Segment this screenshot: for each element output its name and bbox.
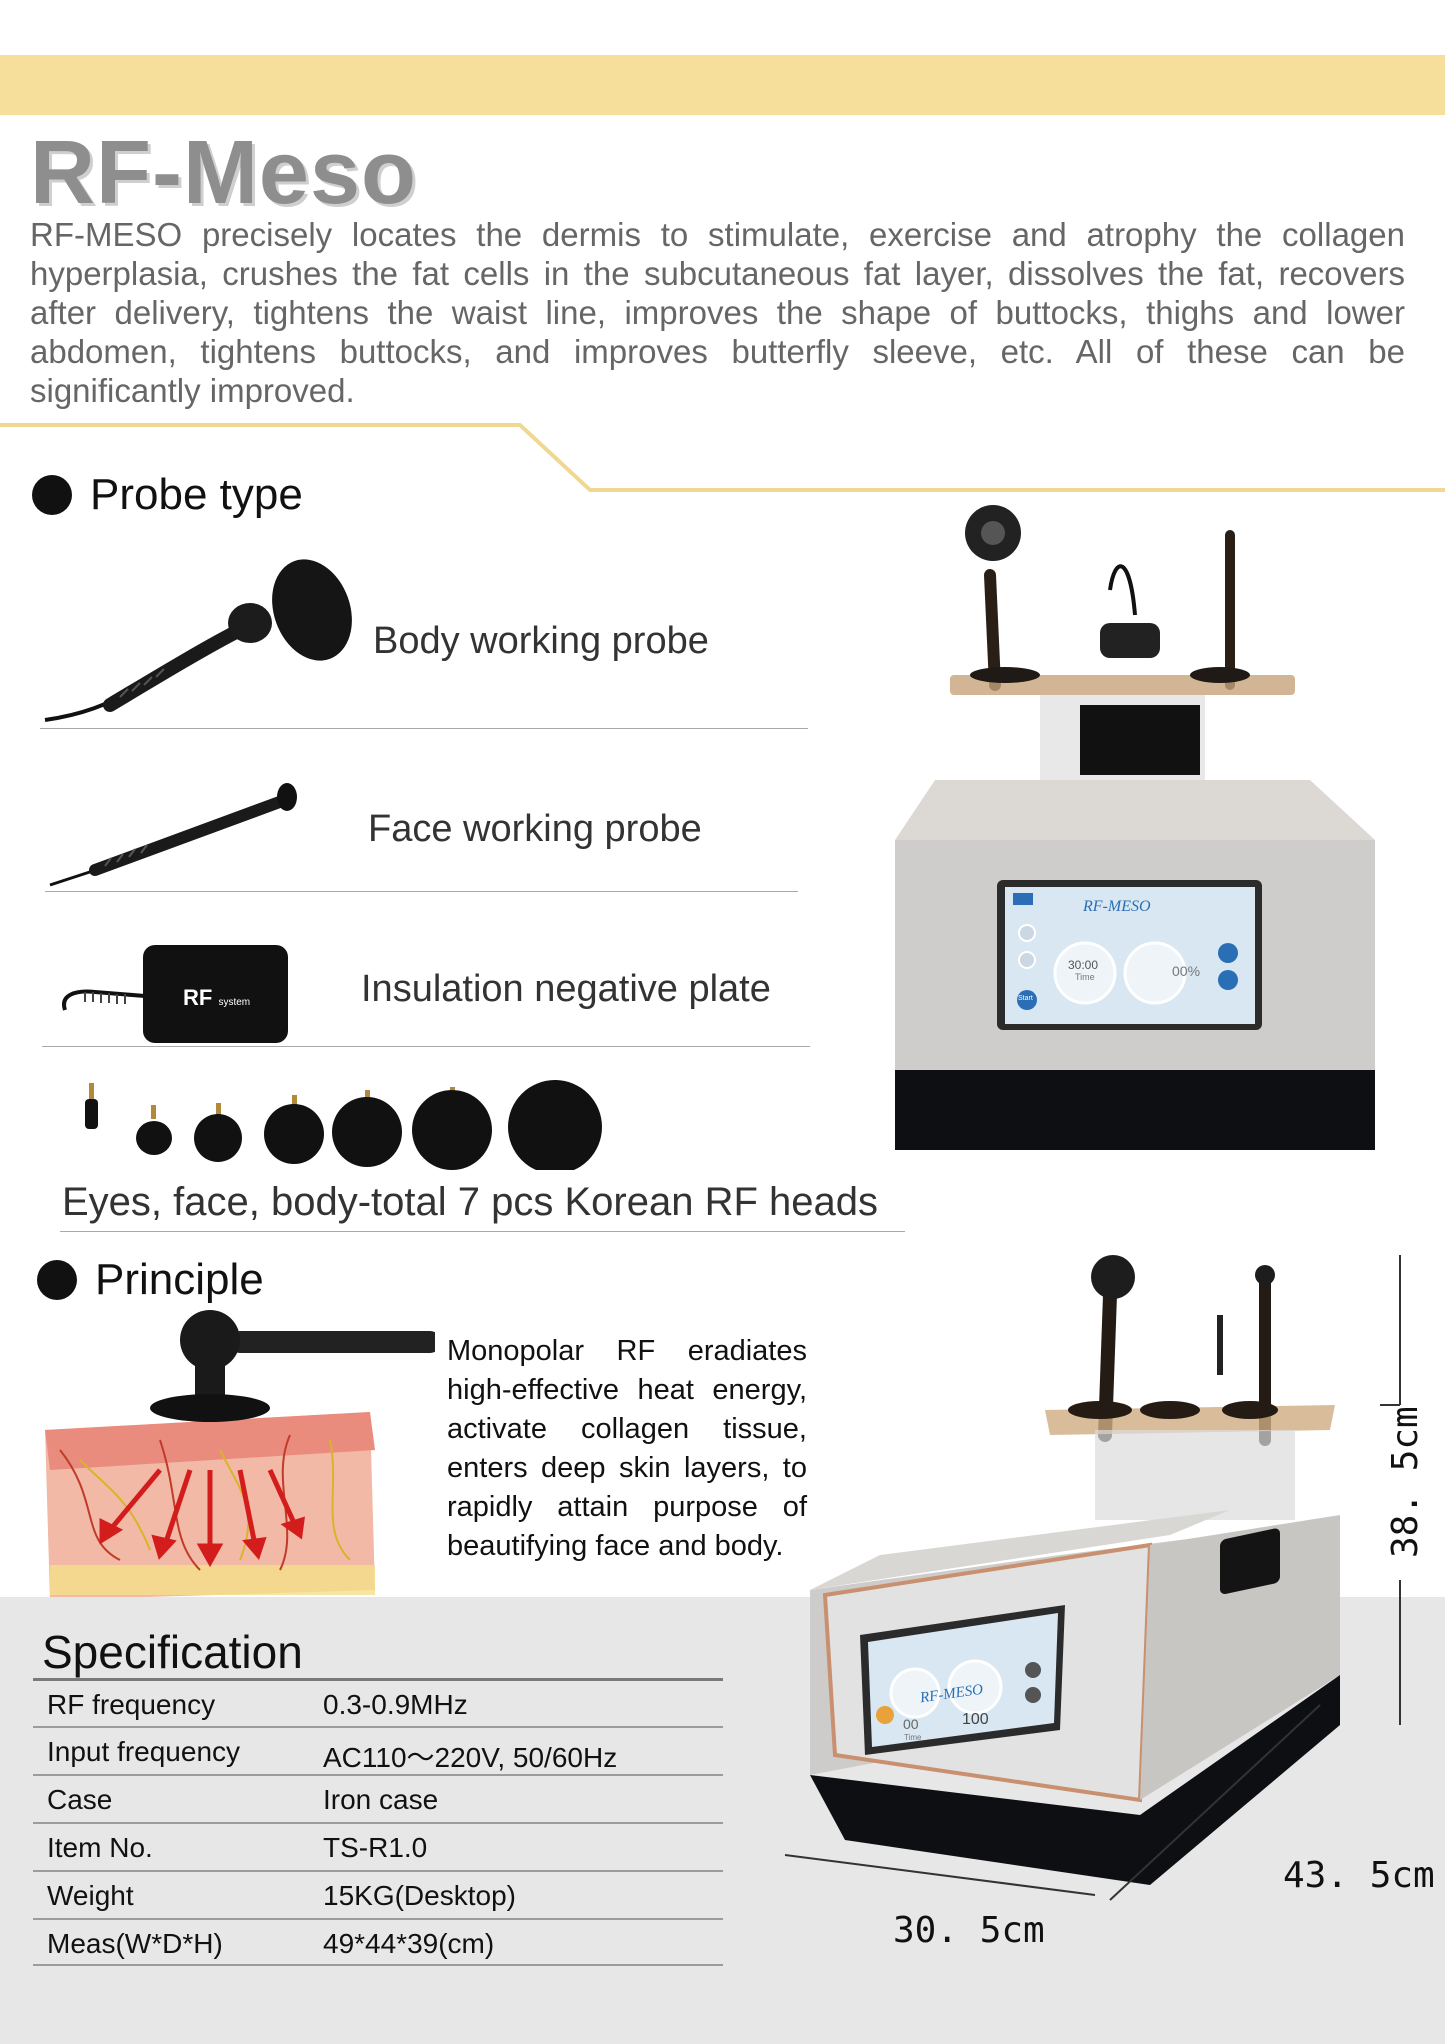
height-dimension-line-bottom — [1399, 1580, 1401, 1725]
spec-value: AC110～220V, 50/60Hz — [323, 1742, 618, 1773]
spec-label: Case — [47, 1784, 113, 1815]
specification-table: RF frequency 0.3-0.9MHz Input frequency … — [33, 1678, 723, 1966]
device-screen-energy: 00% — [1172, 963, 1201, 979]
probe-type-heading-text: Probe type — [90, 470, 303, 519]
probe-divider-1 — [40, 728, 808, 729]
face-probe-label: Face working probe — [368, 808, 702, 850]
probe-divider-3 — [42, 1046, 810, 1047]
negative-plate-image — [62, 945, 288, 1043]
plate-logo-text: RF system — [183, 985, 250, 1011]
top-decor-band — [0, 55, 1445, 115]
rf-heads-image — [85, 1080, 602, 1170]
device-screen-timer: 30:00 — [1068, 958, 1099, 972]
spec-row: Item No. TS-R1.0 — [33, 1822, 723, 1870]
spec-value: 15KG(Desktop) — [323, 1880, 516, 1911]
probe-divider-2 — [45, 891, 798, 892]
height-dimension-label: 38. 5cm — [1385, 1406, 1426, 1558]
body-probe-image — [44, 559, 352, 722]
negative-plate-label: Insulation negative plate — [361, 968, 771, 1010]
device-angled-image — [784, 1255, 1340, 1901]
face-probe-image — [49, 783, 297, 887]
rf-heads-caption: Eyes, face, body-total 7 pcs Korean RF h… — [62, 1180, 878, 1224]
spec-row: Meas(W*D*H) 49*44*39(cm) — [33, 1918, 723, 1966]
section-divider — [0, 423, 1445, 492]
spec-row: Case Iron case — [33, 1774, 723, 1822]
plate-logo-main: RF — [183, 985, 213, 1010]
specification-title: Specification — [42, 1626, 303, 1678]
bullet-dot-icon — [37, 1260, 77, 1300]
page-title: RF-Meso — [30, 123, 417, 223]
spec-label: Meas(W*D*H) — [47, 1928, 223, 1959]
plate-logo-sub: system — [218, 997, 251, 1008]
device-angled-screen-time: 00 — [903, 1716, 919, 1732]
principle-heading: Principle — [37, 1255, 264, 1305]
device-screen-start: Start — [1018, 995, 1033, 1002]
spec-value: Iron case — [323, 1784, 439, 1815]
intro-paragraph: RF-MESO precisely locates the dermis to … — [30, 216, 1405, 409]
device-front-image — [895, 505, 1375, 1150]
device-screen-brand: RF-MESO — [1083, 898, 1151, 915]
depth-dimension-label: 43. 5cm — [1283, 1855, 1435, 1896]
principle-illustration — [45, 1310, 435, 1600]
spec-value: 0.3-0.9MHz — [323, 1689, 468, 1720]
device-screen-timer-label: Time — [1075, 972, 1095, 982]
heads-divider — [60, 1231, 905, 1232]
width-dimension-label: 30. 5cm — [893, 1910, 1045, 1951]
spec-row: RF frequency 0.3-0.9MHz — [33, 1678, 723, 1726]
spec-value: TS-R1.0 — [323, 1832, 428, 1863]
device-angled-screen-energy: 100 — [962, 1711, 989, 1728]
height-dimension-line-top — [1399, 1255, 1401, 1405]
spec-row: Input frequency AC110～220V, 50/60Hz — [33, 1726, 723, 1774]
principle-heading-text: Principle — [95, 1255, 264, 1304]
spec-row: Weight 15KG(Desktop) — [33, 1870, 723, 1918]
principle-text: Monopolar RF eradiates high-effective he… — [447, 1335, 807, 1562]
spec-label: Input frequency — [47, 1736, 241, 1767]
probe-type-heading: Probe type — [32, 470, 303, 520]
spec-label: Item No. — [47, 1832, 153, 1863]
height-dimension-tick — [1380, 1404, 1400, 1406]
bullet-dot-icon — [32, 475, 72, 515]
spec-label: Weight — [47, 1880, 134, 1911]
spec-label: RF frequency — [47, 1689, 216, 1720]
spec-value: 49*44*39(cm) — [323, 1928, 495, 1959]
device-angled-screen-time-label: Time — [904, 1733, 922, 1742]
body-probe-label: Body working probe — [373, 620, 709, 662]
